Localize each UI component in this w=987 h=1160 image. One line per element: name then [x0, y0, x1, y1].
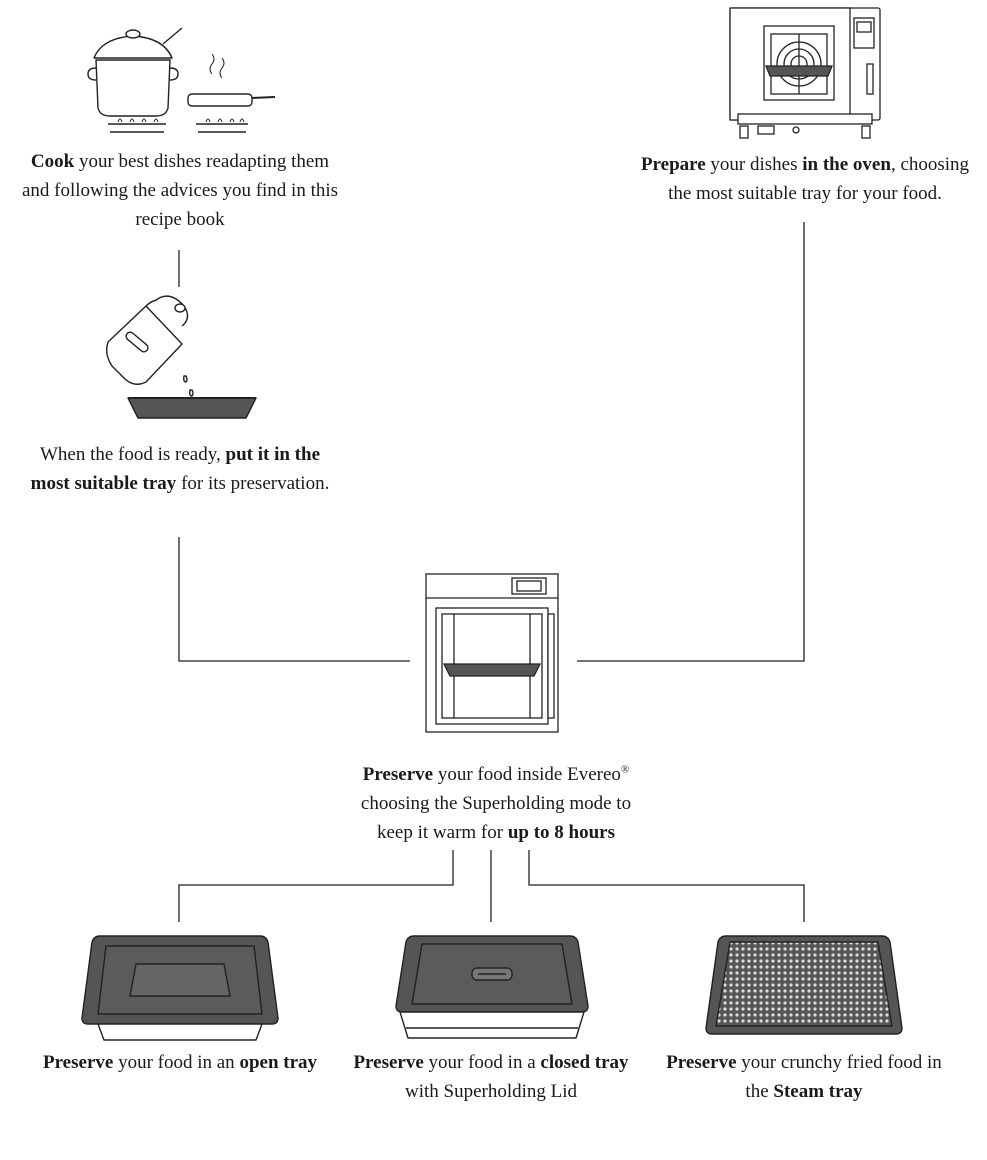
cook-step-text: your best dishes readapting them and fol…	[21, 151, 339, 230]
prepare-step-text: your dishes	[705, 154, 803, 175]
closed-tray-caption: Preserve your food in a closed tray with…	[336, 1048, 646, 1106]
connector-oven-to-evereo	[577, 222, 805, 662]
preserve-step-caption: Preserve your food inside Evereo® choosi…	[346, 760, 646, 847]
open-tray-icon	[81, 935, 279, 1041]
preserve-step-text-mid: choosing the Superholding mode to keep i…	[360, 793, 632, 843]
open-tray-caption: Preserve your food in an open tray	[30, 1048, 330, 1077]
pot-and-pan-icon	[87, 27, 276, 133]
closed-tray-bold-closed: closed tray	[540, 1052, 629, 1073]
registered-mark: ®	[620, 763, 630, 776]
prepare-step-bold-oven: in the oven	[802, 154, 891, 175]
prepare-step-text-end: , choosing the most suitable tray for yo…	[668, 154, 970, 204]
closed-tray-text: your food in a	[423, 1052, 541, 1073]
connector-to-steam-tray	[528, 850, 805, 922]
pour-into-tray-icon	[105, 295, 257, 419]
cook-step-caption: Cook your best dishes readapting them an…	[20, 147, 340, 234]
evereo-cabinet-icon	[425, 573, 559, 733]
preserve-step-bold: Preserve	[362, 764, 434, 785]
preserve-step-bold-hours: up to 8 hours	[507, 822, 615, 843]
prepare-step-bold: Prepare	[640, 154, 706, 175]
closed-tray-icon	[395, 935, 589, 1039]
combi-oven-icon	[729, 7, 881, 139]
steam-tray-bold-steam: Steam tray	[773, 1081, 863, 1102]
closed-tray-bold: Preserve	[353, 1052, 424, 1073]
steam-tray-caption: Preserve your crunchy fried food in the …	[656, 1048, 952, 1106]
connector-to-open-tray	[178, 850, 454, 922]
connector-tray-to-evereo	[178, 537, 410, 662]
steam-tray-icon	[705, 935, 903, 1035]
open-tray-text: your food in an	[113, 1052, 240, 1073]
steam-tray-bold: Preserve	[666, 1052, 737, 1073]
open-tray-bold: Preserve	[42, 1052, 114, 1073]
tray-step-text: When the food is ready,	[39, 444, 226, 465]
tray-step-bold: put it in the most suitable tray	[30, 444, 321, 494]
preserve-step-text: your food inside Evereo	[433, 764, 621, 785]
prepare-step-caption: Prepare your dishes in the oven, choosin…	[640, 150, 970, 208]
cook-step-bold: Cook	[30, 151, 75, 172]
tray-step-caption: When the food is ready, put it in the mo…	[25, 440, 335, 498]
closed-tray-text-end: with Superholding Lid	[404, 1081, 578, 1102]
steam-tray-text: your crunchy fried food in the	[736, 1052, 942, 1102]
open-tray-bold-open: open tray	[239, 1052, 318, 1073]
tray-step-text-end: for its preservation.	[176, 473, 330, 494]
